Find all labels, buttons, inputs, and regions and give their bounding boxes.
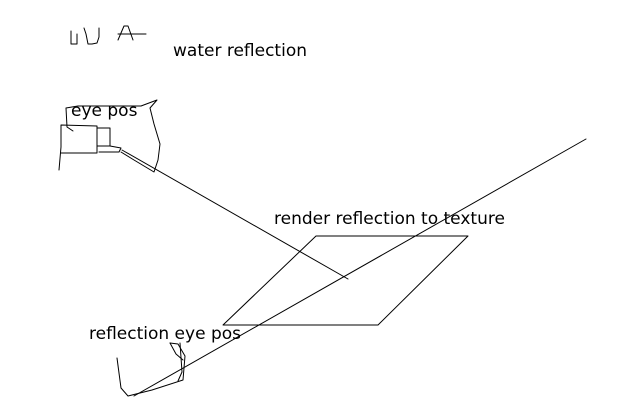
eye-to-plane-ray: [121, 149, 349, 280]
reflection-ray: [133, 138, 587, 397]
reflection-eye-label: reflection eye pos: [89, 324, 241, 344]
render-texture-label: render reflection to texture: [274, 209, 505, 229]
diagram-title: water reflection: [173, 41, 307, 61]
eye-pos-label: eye pos: [71, 101, 138, 121]
doodle-scribble: [70, 25, 147, 45]
reflection-eye-sketch: [116, 342, 186, 397]
reflection-texture-plane: [222, 235, 469, 326]
eye-camera-sketch: [58, 99, 161, 173]
